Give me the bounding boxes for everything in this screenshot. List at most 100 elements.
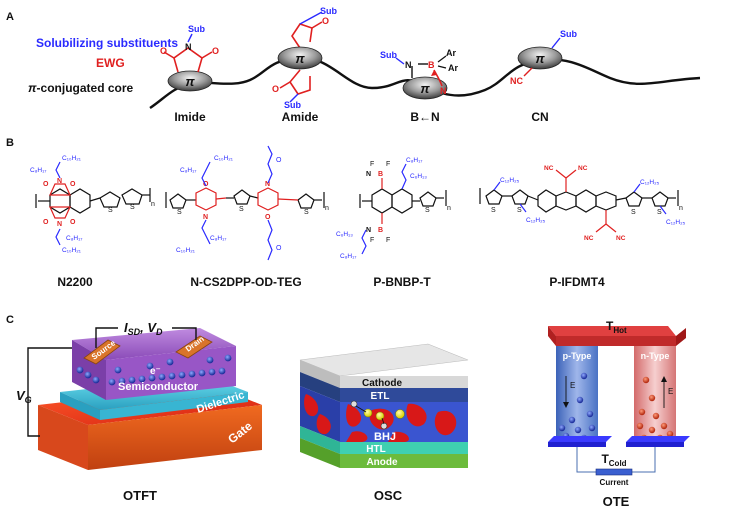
electron-label: e⁻ <box>150 366 161 377</box>
imide-label: Imide <box>174 110 206 124</box>
bhj-label: BHJ <box>374 431 396 443</box>
n-type-label: n-Type <box>641 351 670 361</box>
htl-label: HTL <box>366 444 385 455</box>
svg-text:π: π <box>535 51 545 66</box>
cold-electrode-n <box>626 442 684 447</box>
svg-text:N: N <box>57 178 62 185</box>
svg-text:O: O <box>43 219 49 226</box>
pi-core-ellipse <box>277 46 323 70</box>
svg-text:O: O <box>43 181 49 188</box>
svg-text:O: O <box>276 157 282 164</box>
panel-b-label: B <box>6 137 14 149</box>
svg-text:Ar: Ar <box>448 63 458 73</box>
svg-text:O: O <box>212 46 219 56</box>
pifdmt4-label: P-IFDMT4 <box>549 275 605 289</box>
drain-electrode <box>175 335 213 359</box>
svg-text:F: F <box>370 161 374 168</box>
panel-a-label: A <box>6 11 14 23</box>
bn-unit: π N B Ar Ar N Sub B←N <box>380 48 458 124</box>
svg-text:Ar: Ar <box>446 48 456 58</box>
svg-text:S: S <box>517 207 522 214</box>
svg-text:S: S <box>304 209 309 216</box>
svg-text:N: N <box>185 42 192 52</box>
svg-text:C₆H₁₃: C₆H₁₃ <box>336 231 353 238</box>
svg-text:NC: NC <box>510 76 523 86</box>
svg-text:S: S <box>491 207 496 214</box>
svg-text:N: N <box>366 171 371 178</box>
svg-text:NC: NC <box>544 165 554 172</box>
isd-vd-label: ISD, VD <box>124 320 163 337</box>
ote-caption: OTE <box>603 494 630 509</box>
imide-unit: π O O N Sub Imide <box>160 24 219 124</box>
svg-text:NC: NC <box>578 165 588 172</box>
svg-text:O: O <box>160 46 167 56</box>
svg-text:n: n <box>151 201 155 208</box>
svg-text:N: N <box>366 227 371 234</box>
p-type-label: p-Type <box>563 351 592 361</box>
svg-text:n: n <box>447 205 451 212</box>
svg-text:C₁₀H₂₁: C₁₀H₂₁ <box>62 155 82 162</box>
svg-text:C₈H₁₇: C₈H₁₇ <box>30 167 47 174</box>
semiconductor-layer <box>72 328 236 360</box>
svg-text:F: F <box>386 237 390 244</box>
svg-text:S: S <box>130 204 135 211</box>
svg-text:F: F <box>370 237 374 244</box>
svg-text:C₈H₁₇: C₈H₁₇ <box>340 253 357 260</box>
svg-text:Sub: Sub <box>284 100 302 110</box>
pi-symbol: π <box>185 74 195 89</box>
legend-core: π-conjugated core <box>28 81 134 95</box>
amide-unit: O O Sub Sub π Amide <box>272 6 338 124</box>
otft-caption: OTFT <box>123 488 157 503</box>
etl-layer <box>340 388 468 402</box>
svg-text:C₈H₁₇: C₈H₁₇ <box>406 157 423 164</box>
svg-text:n: n <box>325 205 329 212</box>
svg-text:O: O <box>203 181 209 188</box>
svg-text:N: N <box>265 181 270 188</box>
svg-text:C₁₀H₂₁: C₁₀H₂₁ <box>214 155 234 162</box>
panel-c-label: C <box>6 314 14 326</box>
pbnbpt-label: P-BNBP-T <box>373 275 431 289</box>
amide-label: Amide <box>282 110 319 124</box>
source-electrode <box>83 339 121 365</box>
svg-text:S: S <box>425 207 430 214</box>
n2200-label: N2200 <box>57 275 93 289</box>
svg-text:C₁₂H₂₅: C₁₂H₂₅ <box>500 177 520 184</box>
cold-electrode-p <box>548 442 606 447</box>
htl-layer <box>340 442 468 454</box>
ote-device: THot p-Type E n-Type E <box>548 319 690 509</box>
svg-text:C₁₀H₂₁: C₁₀H₂₁ <box>62 247 82 254</box>
otft-circuit-wires <box>27 327 197 437</box>
svg-text:S: S <box>657 209 662 216</box>
svg-text:B: B <box>378 227 383 234</box>
svg-text:C₁₂H₂₅: C₁₂H₂₅ <box>526 217 546 224</box>
cn-unit: π Sub NC CN <box>510 29 578 124</box>
cathode-label: Cathode <box>362 378 402 389</box>
svg-text:O: O <box>276 245 282 252</box>
cn-label: CN <box>531 110 548 124</box>
svg-text:C₈H₁₇: C₈H₁₇ <box>210 235 227 242</box>
svg-text:N: N <box>440 86 447 96</box>
svg-text:B: B <box>378 171 383 178</box>
anode-label: Anode <box>366 457 398 468</box>
svg-text:π: π <box>420 81 430 96</box>
conjugated-backbone <box>149 56 701 109</box>
etl-label: ETL <box>371 391 390 402</box>
svg-text:N: N <box>405 60 412 70</box>
cathode-top <box>299 343 469 377</box>
svg-text:NC: NC <box>616 235 626 242</box>
svg-text:O: O <box>272 84 279 94</box>
osc-device: Cathode ETL BHJ HTL <box>299 343 469 503</box>
svg-text:B: B <box>428 60 435 70</box>
n2200-structure: N N O O O O S S n C₁₀H₂₁ C₈H₁₇ C₈H₁₇ C₁₀… <box>30 155 155 289</box>
svg-text:O: O <box>70 219 76 226</box>
pi-core-ellipse <box>402 76 448 100</box>
svg-text:Sub: Sub <box>380 50 398 60</box>
pi-core-ellipse <box>517 46 563 70</box>
svg-text:C₈H₁₇: C₈H₁₇ <box>180 167 197 174</box>
bn-label: B←N <box>410 110 439 124</box>
otft-device: Gate Dielectric Semiconductor e⁻ Source <box>16 320 262 503</box>
svg-text:N: N <box>203 214 208 221</box>
pi-core-ellipse <box>167 70 213 92</box>
e-field-p: E <box>570 381 575 390</box>
